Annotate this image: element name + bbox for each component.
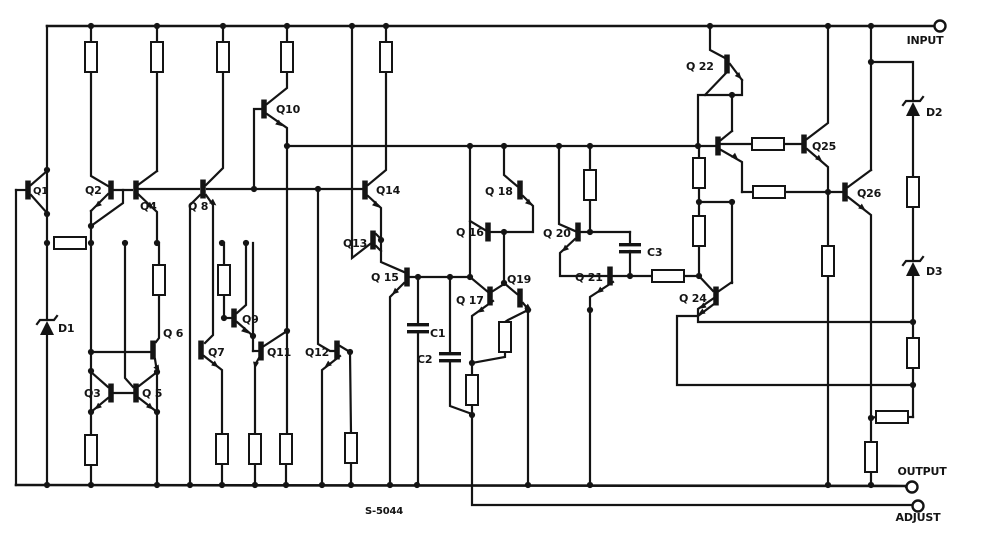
label-d1: D1 (58, 322, 74, 335)
diodes (35, 95, 925, 335)
transistor-bar (370, 230, 376, 250)
transistor-bar (487, 286, 493, 306)
resistors (53, 41, 920, 473)
resistor-r15 (498, 321, 512, 353)
resistor-r8 (217, 264, 231, 296)
label-q22: Q 22 (686, 60, 714, 73)
resistor-r23 (906, 176, 920, 208)
label-q26: Q26 (857, 187, 882, 200)
resistor-r2 (150, 41, 164, 73)
transistor-bar (133, 383, 139, 403)
wires (14, 24, 936, 507)
transistor-bar (842, 182, 848, 202)
resistor-r25 (875, 410, 909, 424)
adjust-terminal (911, 499, 925, 513)
label-q24: Q 24 (679, 292, 707, 305)
resistor-r14 (465, 374, 479, 406)
transistor-bar (334, 340, 340, 360)
transistor-bar (607, 266, 613, 286)
resistor-r16 (583, 169, 597, 201)
label-q21: Q 21 (575, 271, 603, 284)
label-q25: Q25 (812, 140, 836, 153)
transistor-bar (150, 340, 156, 360)
resistor-r24 (906, 337, 920, 369)
transistor-bar (517, 180, 523, 200)
transistor-bar (258, 341, 264, 361)
resistor-r4 (280, 41, 294, 73)
label-q8: Q 8 (188, 200, 208, 213)
label-q13: Q13 (343, 237, 367, 250)
label-q4: Q4 (140, 200, 157, 213)
resistor-r10 (215, 433, 229, 465)
label-q17: Q 17 (456, 294, 484, 307)
transistor-bar (575, 222, 581, 242)
resistor-r18 (752, 185, 786, 199)
resistor-r11 (248, 433, 262, 465)
resistor-r12 (279, 433, 293, 465)
transistor-bar (108, 180, 114, 200)
label-c3: C3 (647, 246, 662, 259)
transistor-bars (25, 54, 848, 403)
label-q20: Q 20 (543, 227, 571, 240)
label-d2: D2 (926, 106, 942, 119)
label-q12: Q12 (305, 346, 329, 359)
transistor-bar (362, 180, 368, 200)
label-q6: Q 6 (163, 327, 184, 340)
label-q7: Q7 (208, 346, 225, 359)
transistor-bar (198, 340, 204, 360)
resistor-r5 (379, 41, 393, 73)
transistor-bar (133, 180, 139, 200)
transistor-bar (713, 286, 719, 306)
resistor-r1 (84, 41, 98, 73)
resistor-r19 (751, 137, 785, 151)
transistor-bar (404, 267, 410, 287)
resistor-r21 (692, 215, 706, 247)
transistor-bar (108, 383, 114, 403)
label-q14: Q14 (376, 184, 401, 197)
transistor-bar (25, 180, 31, 200)
junction-dots (43, 22, 917, 489)
label-q19: Q19 (507, 273, 531, 286)
label-output: OUTPUT (897, 465, 947, 478)
input-terminal (933, 19, 947, 33)
transistor-bar (485, 222, 491, 242)
transistor-bar (200, 179, 206, 199)
resistor-r6 (53, 236, 87, 250)
label-adjust: ADJUST (896, 511, 942, 524)
transistor-bar (801, 134, 807, 154)
label-q16: Q 16 (456, 226, 484, 239)
transistor-bar (261, 99, 267, 119)
transistor-bar (517, 288, 523, 308)
transistor-bar (715, 136, 721, 156)
label-q18: Q 18 (485, 185, 513, 198)
label-q1: Q1 (33, 186, 48, 197)
transistor-bar (231, 308, 237, 328)
label-d3: D3 (926, 265, 942, 278)
resistor-r26 (864, 441, 878, 473)
label-q5: Q 5 (142, 387, 162, 400)
capacitors (407, 243, 641, 363)
label-q9: Q9 (242, 313, 259, 326)
resistor-r7 (152, 264, 166, 296)
terminals (905, 19, 947, 513)
resistor-r3 (216, 41, 230, 73)
label-q11: Q11 (267, 346, 291, 359)
resistor-r9 (84, 434, 98, 466)
resistor-r22 (821, 245, 835, 277)
transistor-bar (724, 54, 730, 74)
resistor-r13 (344, 432, 358, 464)
label-c2: C2 (417, 353, 432, 366)
label-c1: C1 (430, 327, 445, 340)
label-q2: Q2 (85, 184, 102, 197)
label-q15: Q 15 (371, 271, 399, 284)
label-q10: Q10 (276, 103, 301, 116)
label-s: S-5044 (365, 506, 403, 517)
label-input: INPUT (907, 34, 944, 47)
label-q3: Q3 (84, 387, 101, 400)
resistor-r17 (692, 157, 706, 189)
output-terminal (905, 480, 919, 494)
resistor-r20 (651, 269, 685, 283)
